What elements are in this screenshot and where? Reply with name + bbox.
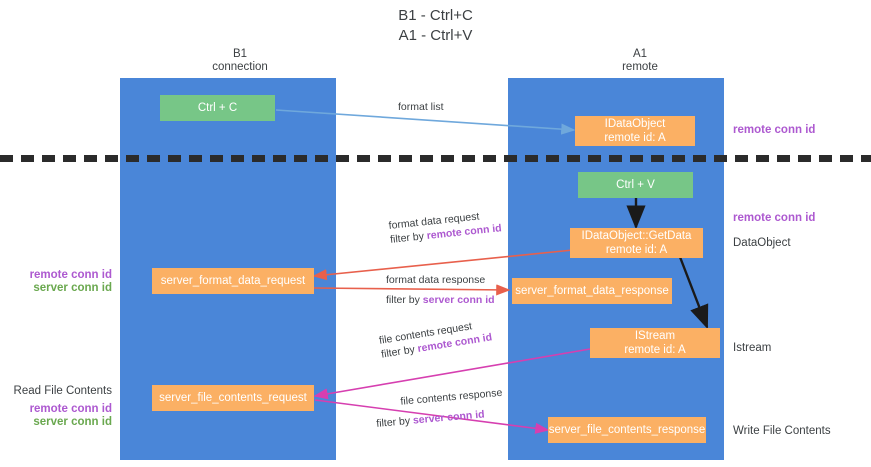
- box-server-file-contents-response[interactable]: server_file_contents_response: [548, 417, 706, 443]
- box-ctrl-v[interactable]: Ctrl + V: [578, 172, 693, 198]
- box-get-data[interactable]: IDataObject::GetData remote id: A: [570, 228, 703, 258]
- phase-divider: [0, 155, 871, 162]
- label-right-write-file-contents: Write File Contents: [733, 425, 831, 437]
- column-header-b1: B1 connection: [140, 48, 340, 74]
- label-right-istream: Istream: [733, 342, 772, 354]
- box-istream-line1: IStream: [634, 330, 676, 342]
- caption-file-contents-response-filter: filter by server conn id: [376, 406, 505, 431]
- column-header-b1-role: connection: [212, 61, 268, 73]
- box-ctrl-v-label: Ctrl + V: [616, 179, 655, 191]
- box-data-object[interactable]: IDataObject remote id: A: [575, 116, 695, 146]
- box-data-object-line1: IDataObject: [604, 118, 666, 130]
- box-server-format-data-response[interactable]: server_format_data_response: [512, 278, 672, 304]
- label-left-remote-conn-id-bottom: remote conn id: [29, 403, 112, 415]
- box-ctrl-c[interactable]: Ctrl + C: [160, 95, 275, 121]
- box-server-format-data-response-label: server_format_data_response: [515, 285, 669, 297]
- caption-format-list: format list: [398, 100, 444, 114]
- caption-format-data-response: format data response filter by server co…: [386, 273, 495, 307]
- column-header-a1-name: A1: [632, 48, 648, 60]
- box-ctrl-c-label: Ctrl + C: [197, 102, 238, 114]
- caption-file-contents-response-title: file contents response: [399, 386, 503, 408]
- caption-file-contents-response: file contents response filter by server …: [374, 386, 505, 431]
- box-istream-line2: remote id: A: [624, 344, 686, 356]
- label-right-data-object: DataObject: [733, 237, 791, 249]
- column-header-a1: A1 remote: [540, 48, 740, 74]
- caption-format-data-response-filter-key: server conn id: [422, 294, 495, 306]
- box-server-file-contents-request-label: server_file_contents_request: [159, 392, 307, 404]
- caption-format-data-response-filter: filter by server conn id: [386, 293, 495, 307]
- label-left-read-file-contents: Read File Contents: [13, 385, 112, 397]
- caption-format-data-response-title: format data response: [386, 274, 486, 286]
- column-header-b1-name: B1: [232, 48, 248, 60]
- box-get-data-line2: remote id: A: [605, 244, 668, 256]
- label-right-remote-conn-id-top: remote conn id: [733, 124, 816, 136]
- caption-file-contents-response-filter-prefix: filter by: [375, 414, 414, 430]
- box-server-file-contents-response-label: server_file_contents_response: [548, 424, 706, 436]
- box-server-format-data-request[interactable]: server_format_data_request: [152, 268, 314, 294]
- page-title: B1 - Ctrl+C A1 - Ctrl+V: [0, 6, 871, 46]
- label-left-server-conn-id-bottom: server conn id: [33, 416, 112, 428]
- box-server-file-contents-request[interactable]: server_file_contents_request: [152, 385, 314, 411]
- caption-format-list-text: format list: [398, 101, 444, 113]
- caption-format-data-request: format data request filter by remote con…: [388, 207, 502, 247]
- label-right-remote-conn-id-mid: remote conn id: [733, 212, 816, 224]
- caption-file-contents-response-filter-key: server conn id: [412, 408, 486, 427]
- caption-file-contents-request: file contents request filter by remote c…: [378, 316, 493, 361]
- title-line-2: A1 - Ctrl+V: [398, 27, 473, 44]
- label-left-remote-conn-id-mid: remote conn id: [29, 269, 112, 281]
- box-istream[interactable]: IStream remote id: A: [590, 328, 720, 358]
- title-line-1: B1 - Ctrl+C: [398, 7, 473, 24]
- label-left-server-conn-id-mid: server conn id: [33, 282, 112, 294]
- box-get-data-line1: IDataObject::GetData: [581, 230, 692, 242]
- column-header-a1-role: remote: [622, 61, 658, 73]
- box-server-format-data-request-label: server_format_data_request: [160, 275, 306, 287]
- box-data-object-line2: remote id: A: [604, 132, 666, 144]
- caption-format-data-response-filter-prefix: filter by: [386, 294, 423, 306]
- caption-format-data-request-filter-prefix: filter by: [389, 230, 428, 246]
